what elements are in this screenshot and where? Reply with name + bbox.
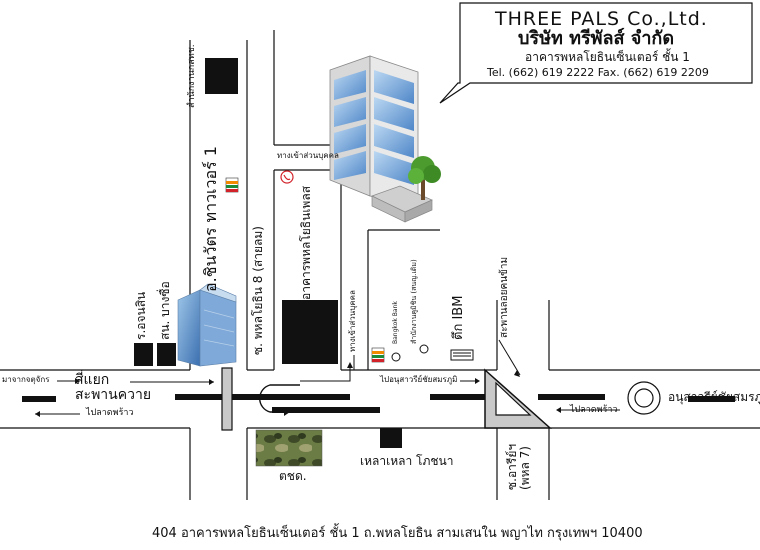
label-soi-phahon8: ซ. พหลโยธิน 8 (สายลม) <box>251 226 265 355</box>
label-bangkok-bank: Bangkok Bank <box>392 301 399 344</box>
label-hospital: ร.อจนสิน <box>134 291 148 340</box>
phone-icon <box>280 170 294 184</box>
label-police: สน. บางซื่อ <box>158 281 172 340</box>
label-ibm: ตึก IBM <box>451 295 466 340</box>
tree-icon <box>408 156 441 200</box>
office-building-icon <box>177 283 237 367</box>
address-footer: 404 อาคารพหลโยธินเซ็นเตอร์ ชั้น 1 ถ.พหลโ… <box>152 526 643 541</box>
label-thai-bank: สำนักงานคูมิชิน (สนญ.เดิม) <box>410 259 418 344</box>
label-victory-monument: อนุสาวรีย์ชัยสมรภูมิ <box>668 390 760 404</box>
label-private-road-side: ทางเข้าส่วนบุคคล <box>348 290 357 352</box>
label-to-ladprao-right: ไปลาดพร้าว <box>570 405 618 415</box>
label-private-road-top: ทางเข้าส่วนบุคคล <box>277 151 339 160</box>
company-name-th: บริษัท ทรีพัลส์ จำกัด <box>518 28 675 49</box>
label-to-victory: ไปอนุสาวรีย์ชัยสมรภูมิ <box>380 375 458 384</box>
label-skywalk: สะพานลอยคนข้าม <box>499 256 510 338</box>
label-intersection: สี่แยก สะพานควาย <box>75 372 152 403</box>
label-to-ladprao-left: ไปลาดพร้าว <box>86 408 134 418</box>
label-phahon-place: อาคารพหลโยธินเพลส <box>299 185 313 300</box>
company-name-en: THREE PALS Co.,Ltd. <box>495 8 708 30</box>
label-top-left-building: สำนักงานกสทช. <box>187 44 197 108</box>
7-eleven-icon <box>225 177 239 193</box>
label-soi-ari: ซ.อารีย์ฯ (พหล 7) <box>505 443 533 490</box>
label-from-chatuchak: มาจากจตุจักร <box>2 375 50 384</box>
company-building: อาคารพหลโยธินเซ็นเตอร์ ชั้น 1 <box>525 50 690 64</box>
label-market: ตชด. <box>279 469 307 483</box>
company-contact: Tel. (662) 619 2222 Fax. (662) 619 2209 <box>487 66 709 79</box>
7-eleven-icon <box>371 347 385 363</box>
label-bottom-building: เหลาเหลา โภชนา <box>360 454 454 468</box>
office-building-icon <box>329 55 433 223</box>
label-road-chinawat: อ.ชินวัตร ทาวเวอร์ 1 <box>201 146 220 292</box>
